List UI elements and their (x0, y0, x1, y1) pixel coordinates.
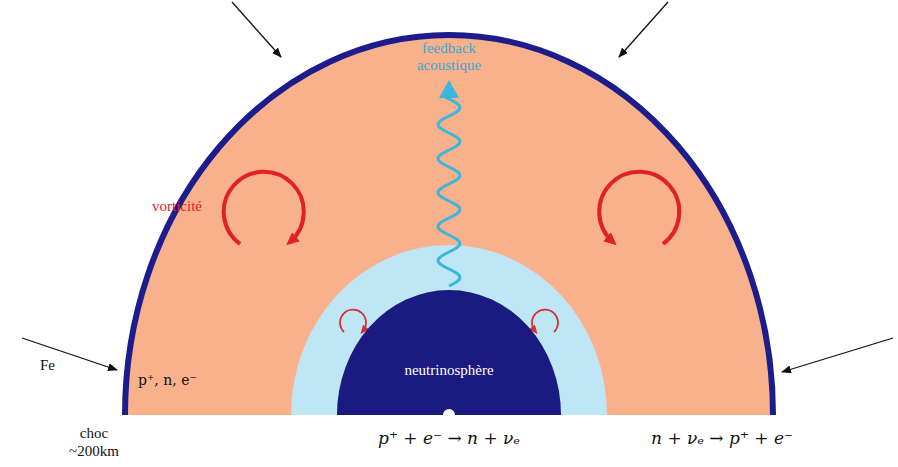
shock-region: feedback acoustique vorticité p⁺, n, e⁻ neu… (122, 30, 776, 415)
infall-arrow (782, 338, 893, 372)
small-vortex-arrow (532, 310, 558, 332)
acoustic-wave (438, 96, 460, 286)
acoustic-arrowhead (439, 80, 459, 98)
feedback-label: feedback acoustique (409, 40, 489, 75)
proto-neutron-star-notch (443, 409, 455, 415)
infall-arrow (232, 2, 281, 57)
small-vortex-arrow (340, 310, 366, 332)
particles-label: p⁺, n, e⁻ (138, 372, 197, 388)
infall-arrow (22, 338, 117, 370)
iron-label: Fe (40, 356, 55, 374)
infall-arrow (619, 2, 668, 57)
absorption-equation: n + νₑ → p⁺ + e⁻ (651, 428, 793, 448)
vorticity-label: vorticité (152, 198, 202, 215)
shock-radius-label: choc ~200km (62, 424, 126, 460)
capture-equation: p⁺ + e⁻ → n + νₑ (378, 428, 520, 448)
neutrinosphere-shape (337, 290, 561, 415)
neutrinosphere-fill (337, 290, 561, 415)
shock-front (125, 35, 773, 415)
neutrinosphere-label: neutrinosphère (404, 362, 493, 379)
shock-region-fill (125, 35, 773, 415)
neutrinosphere: neutrinosphère (337, 290, 561, 415)
vortex-arrow (599, 172, 679, 244)
vortex-arrow (224, 172, 304, 244)
